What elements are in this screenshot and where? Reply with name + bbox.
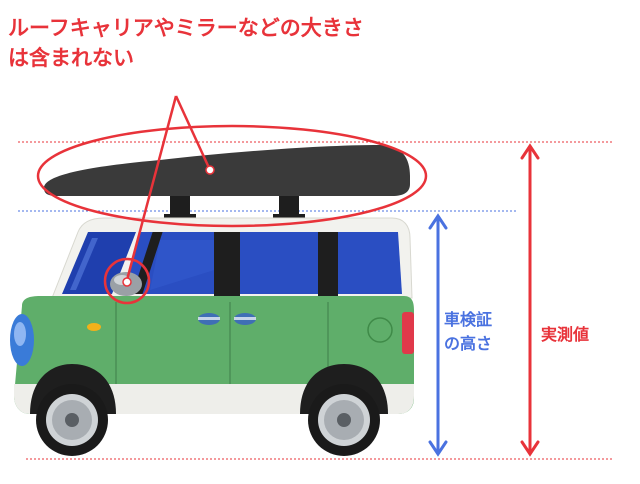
annotation-title-line1: ルーフキャリアやミラーなどの大きさ bbox=[8, 16, 364, 40]
roof-rack bbox=[164, 190, 305, 220]
inspection-height-label-line1: 車検証 bbox=[444, 310, 493, 329]
fuel-cap bbox=[367, 317, 393, 343]
mirror-highlight-ring bbox=[103, 257, 151, 305]
actual-measurement-arrow bbox=[520, 143, 540, 457]
rear-wheel bbox=[308, 384, 380, 456]
annotation-pointer bbox=[36, 95, 428, 305]
inspection-height-arrow bbox=[428, 213, 448, 457]
b-pillar bbox=[214, 232, 240, 296]
c-pillar bbox=[318, 232, 338, 296]
annotation-title-line2: は含まれない bbox=[8, 46, 134, 70]
roofbox-highlight-ring bbox=[36, 124, 428, 228]
inspection-height-label: 車検証 の高さ bbox=[444, 308, 524, 356]
rear-side-window bbox=[240, 232, 318, 294]
roof-cargo-box bbox=[44, 145, 410, 196]
rear-window bbox=[338, 232, 402, 294]
car bbox=[10, 217, 414, 456]
side-indicator bbox=[87, 323, 101, 331]
actual-measurement-label: 実測値 bbox=[541, 325, 590, 344]
inspection-height-label-line2: の高さ bbox=[444, 334, 493, 353]
rear-lamp bbox=[402, 312, 414, 354]
front-wheel bbox=[36, 384, 108, 456]
